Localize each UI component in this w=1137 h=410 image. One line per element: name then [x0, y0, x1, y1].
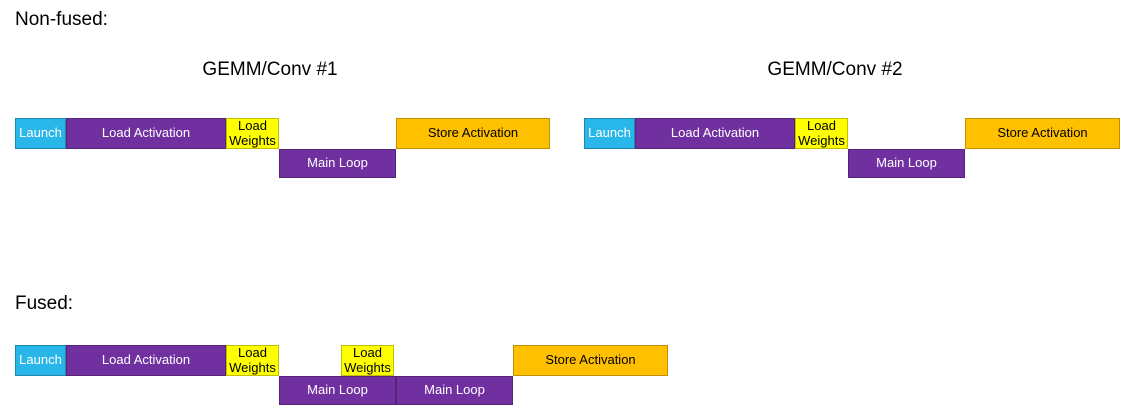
fused-load-activation-block: Load Activation — [66, 345, 226, 376]
gemm-conv-2-title: GEMM/Conv #2 — [767, 59, 903, 80]
nonfused1-launch-block: Launch — [15, 118, 66, 149]
fused-load-weights-1-block: Load Weights — [226, 345, 279, 376]
nonfused1-main-loop-block: Main Loop — [279, 149, 396, 178]
fused-store-activation-block: Store Activation — [513, 345, 668, 376]
nonfused2-launch-block: Launch — [584, 118, 635, 149]
fused-main-loop-2-block: Main Loop — [396, 376, 513, 405]
nonfused1-load-weights-block: Load Weights — [226, 118, 279, 149]
fused-section-label: Fused: — [15, 293, 74, 314]
fused-load-weights-2-block: Load Weights — [341, 345, 394, 376]
fused-launch-block: Launch — [15, 345, 66, 376]
nonfused2-store-activation-block: Store Activation — [965, 118, 1120, 149]
nonfused1-load-activation-block: Load Activation — [66, 118, 226, 149]
nonfused1-store-activation-block: Store Activation — [396, 118, 550, 149]
nonfused2-load-weights-block: Load Weights — [795, 118, 848, 149]
fused-main-loop-1-block: Main Loop — [279, 376, 396, 405]
non-fused-section-label: Non-fused: — [15, 9, 108, 30]
gemm-conv-1-title: GEMM/Conv #1 — [202, 59, 338, 80]
nonfused2-load-activation-block: Load Activation — [635, 118, 795, 149]
nonfused2-main-loop-block: Main Loop — [848, 149, 965, 178]
